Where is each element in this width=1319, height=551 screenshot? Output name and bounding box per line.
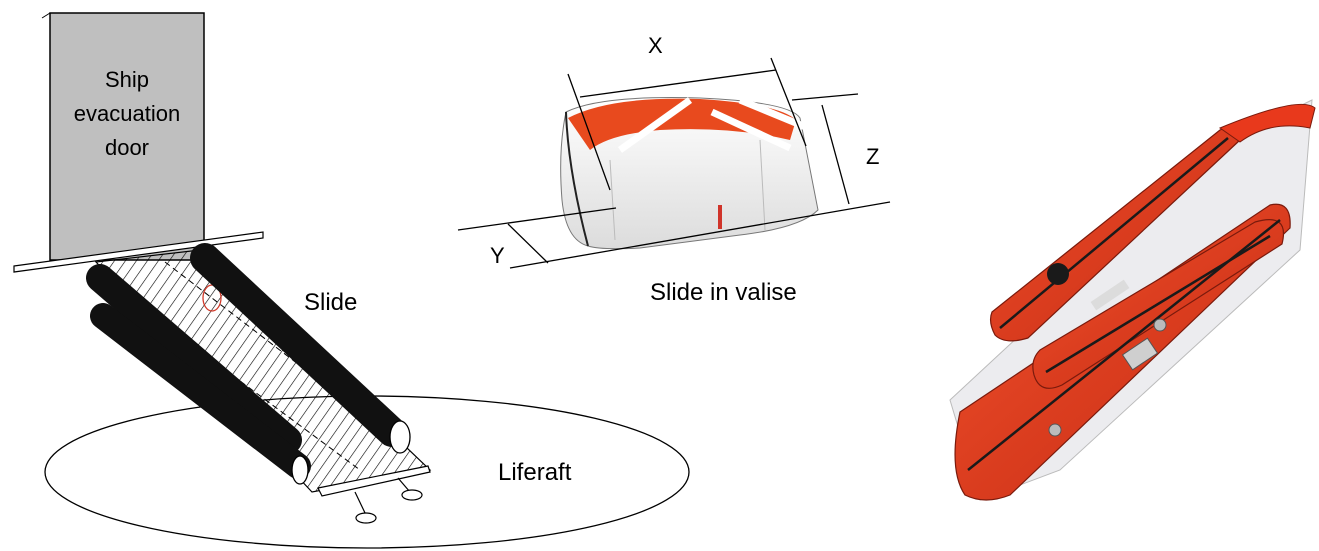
dimension-x-label: X [648, 33, 663, 58]
liferaft-label: Liferaft [498, 459, 572, 486]
ship-evacuation-door [49, 12, 205, 261]
raft-seams [967, 137, 1281, 471]
door-label-line2: evacuation [74, 101, 180, 126]
door-sill [13, 231, 264, 273]
valise-diagram: X Y Z Slide in valise [457, 33, 891, 306]
dimension-y-label: Y [490, 243, 505, 268]
valise-bag [560, 97, 819, 250]
slide-foot [317, 465, 431, 524]
valise-dimension-lines [457, 57, 891, 269]
slide-tube-right [190, 243, 411, 454]
slide-diagram: Ship evacuation door Slide Liferaft [13, 12, 690, 549]
valise-orange-top [568, 98, 796, 150]
slide-tube-left-lower [90, 303, 311, 485]
slide-label: Slide [304, 289, 357, 316]
dimension-z-label: Z [866, 144, 879, 169]
raft-label-plate [1090, 279, 1130, 311]
raft-top-tube [1218, 103, 1316, 143]
valise-tag [718, 205, 722, 229]
valise-label: Slide in valise [650, 279, 797, 306]
inflated-slide-photo [949, 99, 1316, 501]
slide-tube-left-upper [86, 264, 302, 454]
raft-valve [1047, 263, 1069, 285]
door-label-line3: door [105, 135, 149, 160]
raft-handle [1121, 337, 1159, 371]
door-label-line1: Ship [105, 67, 149, 92]
